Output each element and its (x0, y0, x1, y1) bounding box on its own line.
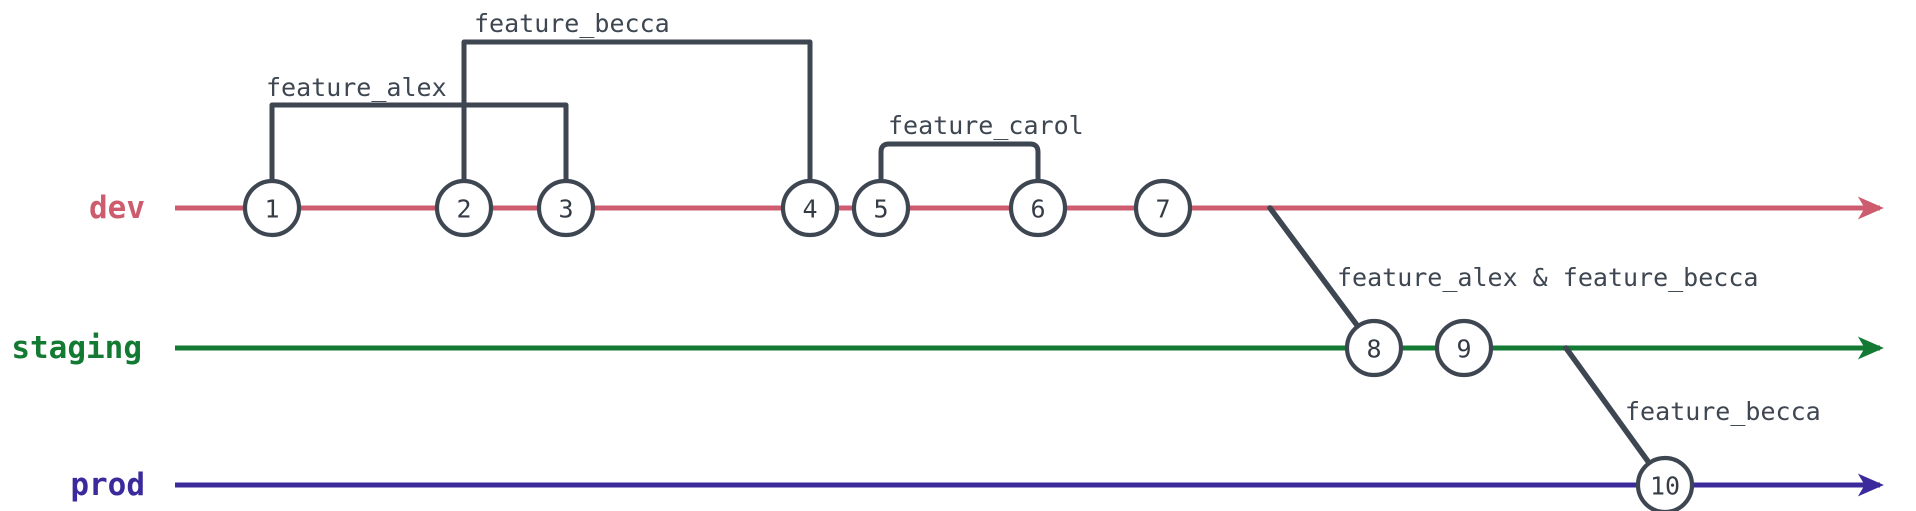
commit-label-5: 5 (873, 195, 888, 224)
commit-circle-10 (1635, 455, 1695, 511)
commit-label-3: 3 (558, 195, 573, 224)
commit-circle-4 (780, 178, 840, 238)
commit-label-7: 7 (1155, 195, 1170, 224)
lane-label-dev: dev (89, 190, 145, 226)
commit-node-10[interactable]: 10 (1635, 455, 1695, 511)
commit-node-8[interactable]: 8 (1344, 318, 1404, 378)
commit-node-1[interactable]: 1 (242, 178, 302, 238)
commit-node-9[interactable]: 9 (1434, 318, 1494, 378)
bracket-feature_carol (878, 141, 1041, 208)
commit-circle-2 (434, 178, 494, 238)
commit-label-9: 9 (1456, 335, 1471, 364)
feature-brackets (269, 39, 1041, 208)
commit-node-6[interactable]: 6 (1008, 178, 1068, 238)
commit-circle-1 (242, 178, 302, 238)
commit-node-7[interactable]: 7 (1133, 178, 1193, 238)
lane-labels: dev staging prod (11, 190, 145, 503)
bracket-feature_alex (269, 102, 569, 208)
commit-circle-9 (1434, 318, 1494, 378)
commit-label-10: 10 (1650, 472, 1680, 501)
merge-label-merge-staging-to-prod: feature_becca (1625, 397, 1821, 426)
branch-name-feature_alex: feature_alex (266, 73, 447, 102)
lane-lines (175, 196, 1884, 497)
commit-circle-6 (1008, 178, 1068, 238)
commit-label-6: 6 (1030, 195, 1045, 224)
commit-node-3[interactable]: 3 (536, 178, 596, 238)
branch-name-feature_carol: feature_carol (888, 111, 1084, 140)
commit-circle-5 (851, 178, 911, 238)
commit-label-4: 4 (802, 195, 817, 224)
merge-label-merge-dev-to-staging: feature_alex & feature_becca (1337, 263, 1758, 292)
commit-node-4[interactable]: 4 (780, 178, 840, 238)
commit-node-2[interactable]: 2 (434, 178, 494, 238)
commit-label-2: 2 (456, 195, 471, 224)
commit-node-5[interactable]: 5 (851, 178, 911, 238)
commit-circle-7 (1133, 178, 1193, 238)
merge-staging-to-prod (1563, 345, 1663, 481)
text-labels: feature_alexfeature_beccafeature_carolfe… (266, 9, 1821, 426)
lane-label-staging: staging (11, 330, 142, 366)
commit-label-1: 1 (264, 195, 279, 224)
merge-dev-to-staging (1267, 205, 1371, 343)
merge-lines (1267, 205, 1663, 481)
bracket-feature_becca (461, 39, 813, 208)
lane-label-prod: prod (70, 467, 145, 503)
commit-circle-3 (536, 178, 596, 238)
commit-circle-8 (1344, 318, 1404, 378)
branch-name-feature_becca: feature_becca (474, 9, 670, 38)
commit-nodes: 1 2 3 4 5 6 7 8 9 10 (242, 178, 1695, 511)
commit-label-8: 8 (1366, 335, 1381, 364)
